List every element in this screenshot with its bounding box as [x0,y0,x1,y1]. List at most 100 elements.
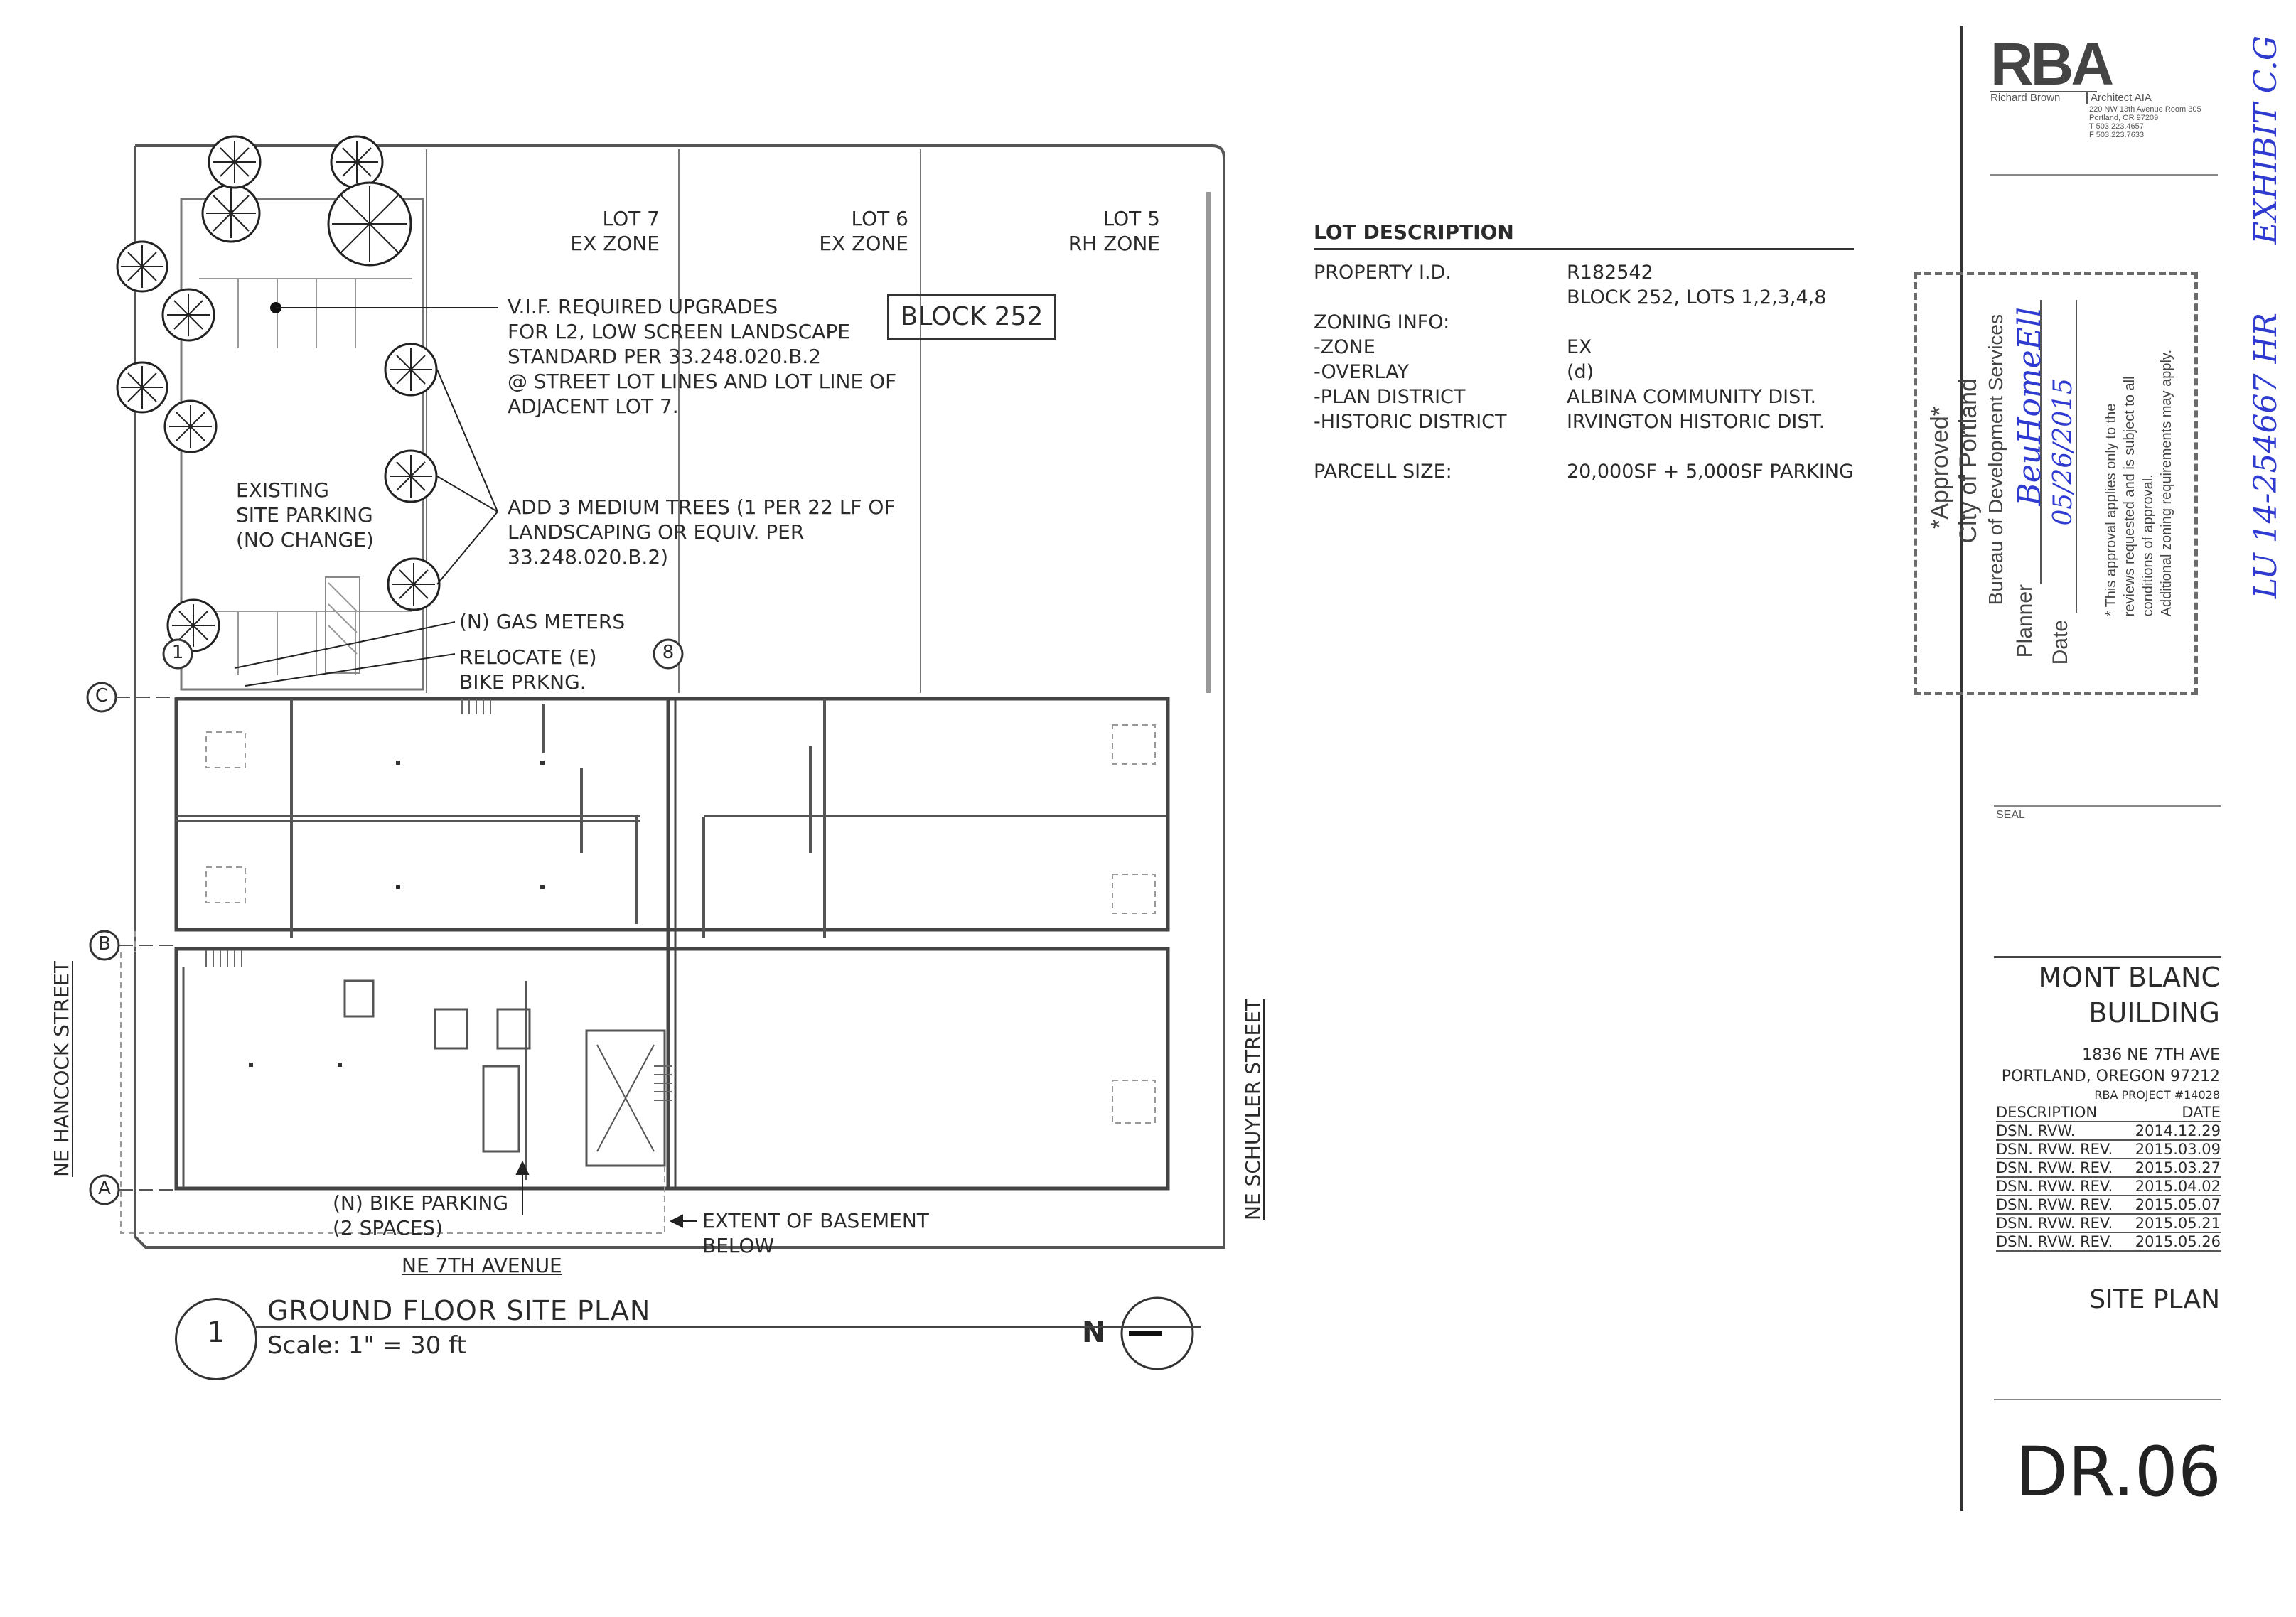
lot-zone: EX ZONE [819,232,908,255]
stamp-fine-line: * This approval applies only to the [2103,403,2119,617]
table-cell [1314,285,1567,310]
project-name-line: BUILDING [2088,997,2220,1028]
street-label-hancock: NE HANCOCK STREET [50,961,73,1177]
table-row: DSN. RVW. REV.2015.05.21 [1996,1214,2221,1233]
note-line: STANDARD PER 33.248.020.B.2 [508,345,822,368]
table-cell: DSN. RVW. REV. [1996,1196,2126,1215]
plan-number: 1 [207,1316,225,1349]
table-cell: 2015.05.26 [2125,1232,2221,1252]
grid-label-a: A [98,1178,111,1199]
note-line: V.I.F. REQUIRED UPGRADES [508,295,778,318]
grid-label-c: C [95,685,109,707]
table-row: DSN. RVW. REV.2015.05.26 [1996,1232,2221,1252]
divider [1990,174,2218,176]
handwritten-exhibit: EXHIBIT C.G [2248,36,2284,245]
divider [1994,805,2221,807]
table-cell: 20,000SF + 5,000SF PARKING [1566,461,1854,483]
grid-label-b: B [98,933,111,955]
project-address-line: PORTLAND, OREGON 97212 [2001,1068,2220,1085]
table-cell: -PLAN DISTRICT [1314,386,1466,408]
table-row: BLOCK 252, LOTS 1,2,3,4,8 [1314,285,1854,310]
table-cell: (d) [1566,361,1594,383]
stamp-planner-label: Planner [2013,584,2037,658]
table-row: DSN. RVW. REV.2015.05.07 [1996,1196,2221,1215]
lot-number: LOT 5 [1103,207,1160,230]
table-row: DSN. RVW. REV.2015.03.27 [1996,1159,2221,1178]
plan-scale: Scale: 1" = 30 ft [267,1331,466,1360]
table-cell: 2015.03.27 [2125,1159,2221,1178]
divider [1994,1399,2221,1400]
title-block-border [1960,26,1963,1511]
lot-zone: RH ZONE [1068,232,1160,255]
table-cell: ZONING INFO: [1314,311,1450,333]
handwritten-case-number: LU 14-254667 HR [2248,313,2284,599]
note-line: SITE PARKING [236,503,373,527]
table-cell: -ZONE [1314,336,1375,358]
note-add-trees: ADD 3 MEDIUM TREES (1 PER 22 LF OF LANDS… [508,495,896,569]
lot-label-7: LOT 7 EX ZONE [569,206,660,256]
logo-address-line: T 503.223.4657 [2089,122,2144,131]
note-basement-extent: EXTENT OF BASEMENT BELOW [702,1208,929,1258]
table-cell: 2015.05.21 [2125,1214,2221,1233]
lot-number: LOT 6 [851,207,908,230]
note-line: @ STREET LOT LINES AND LOT LINE OF [508,370,897,393]
lot-description-table: PROPERTY I.D.R182542 BLOCK 252, LOTS 1,2… [1314,260,1854,484]
trees [116,135,441,652]
plan-number-circle [175,1298,257,1380]
stamp-bureau: Bureau of Development Services [1985,314,2007,606]
note-new-bike-parking: (N) BIKE PARKING (2 SPACES) [333,1191,508,1240]
project-address: 1836 NE 7TH AVE PORTLAND, OREGON 97212 [1994,1045,2220,1087]
table-cell: ALBINA COMMUNITY DIST. [1566,386,1817,408]
stamp-fine-line: Additional zoning requirements may apply… [2159,350,2174,617]
logo-title: Architect AIA [2086,92,2152,104]
table-row: -PLAN DISTRICT ALBINA COMMUNITY DIST. [1314,385,1854,409]
stamp-fine-print: * This approval applies only to the revi… [2102,350,2176,616]
divider [1994,956,2221,958]
table-cell: BLOCK 252, LOTS 1,2,3,4,8 [1566,286,1827,308]
table-cell: PARCELL SIZE: [1314,461,1452,483]
stamp-date-label: Date [2049,620,2072,665]
note-existing-parking: EXISTING SITE PARKING (NO CHANGE) [236,478,374,552]
table-cell [1567,310,1854,335]
table-cell: IRVINGTON HISTORIC DIST. [1566,411,1825,433]
stamp-city: City of Portland [1955,378,1982,544]
stamp-fine-line: conditions of approval. [2140,474,2156,617]
table-cell: 2015.04.02 [2125,1177,2221,1196]
table-row: PARCELL SIZE: 20,000SF + 5,000SF PARKING [1314,459,1854,484]
block-label: BLOCK 252 [887,294,1056,340]
note-line: (N) BIKE PARKING [333,1191,509,1215]
table-row: DSN. RVW. REV.2015.03.09 [1996,1140,2221,1159]
table-cell: -HISTORIC DISTRICT [1314,411,1507,433]
approval-stamp-content: *Approved* City of Portland Bureau of De… [1914,272,2191,688]
column-header: DESCRIPTION [1996,1104,2126,1122]
table-cell: 2015.05.07 [2125,1196,2221,1215]
lot-description: LOT DESCRIPTION PROPERTY I.D.R182542 BLO… [1314,220,1854,484]
building-south [174,947,1170,1191]
table-row: -ZONE EX [1314,335,1854,360]
lot-description-heading: LOT DESCRIPTION [1314,220,1854,250]
table-cell: DSN. RVW. REV. [1996,1232,2126,1252]
site-plan-drawing [86,135,1225,1370]
table-cell: DSN. RVW. REV. [1996,1214,2126,1233]
property-line [134,144,1225,1249]
table-cell: DSN. RVW. REV. [1996,1140,2126,1159]
logo-address-line: F 503.223.7633 [2089,131,2145,139]
rba-logo: RBA Richard Brown Architect AIA 220 NW 1… [1990,31,2225,142]
table-cell: EX [1566,336,1592,358]
note-line: ADJACENT LOT 7. [508,394,679,418]
north-arrow-label: N [1082,1316,1106,1349]
table-cell: R182542 [1566,262,1653,284]
lot-zone: EX ZONE [570,232,660,255]
note-line: EXTENT OF BASEMENT [702,1209,929,1232]
approval-stamp [1914,272,2198,695]
revision-table: DESCRIPTION DATE DSN. RVW.2014.12.29 DSN… [1996,1104,2221,1252]
note-gas-meters: (N) GAS METERS [459,610,626,633]
table-cell: DSN. RVW. [1996,1122,2126,1141]
table-row: DSN. RVW.2014.12.29 [1996,1122,2221,1141]
stamp-fine-line: reviews requested and is subject to all [2122,376,2137,617]
project-name: MONT BLANC BUILDING [1994,960,2220,1031]
table-cell [1567,434,1854,459]
table-cell: -OVERLAY [1314,361,1410,383]
logo-mark: RBA [1990,31,2114,97]
plan-title-rule [256,1326,1201,1328]
